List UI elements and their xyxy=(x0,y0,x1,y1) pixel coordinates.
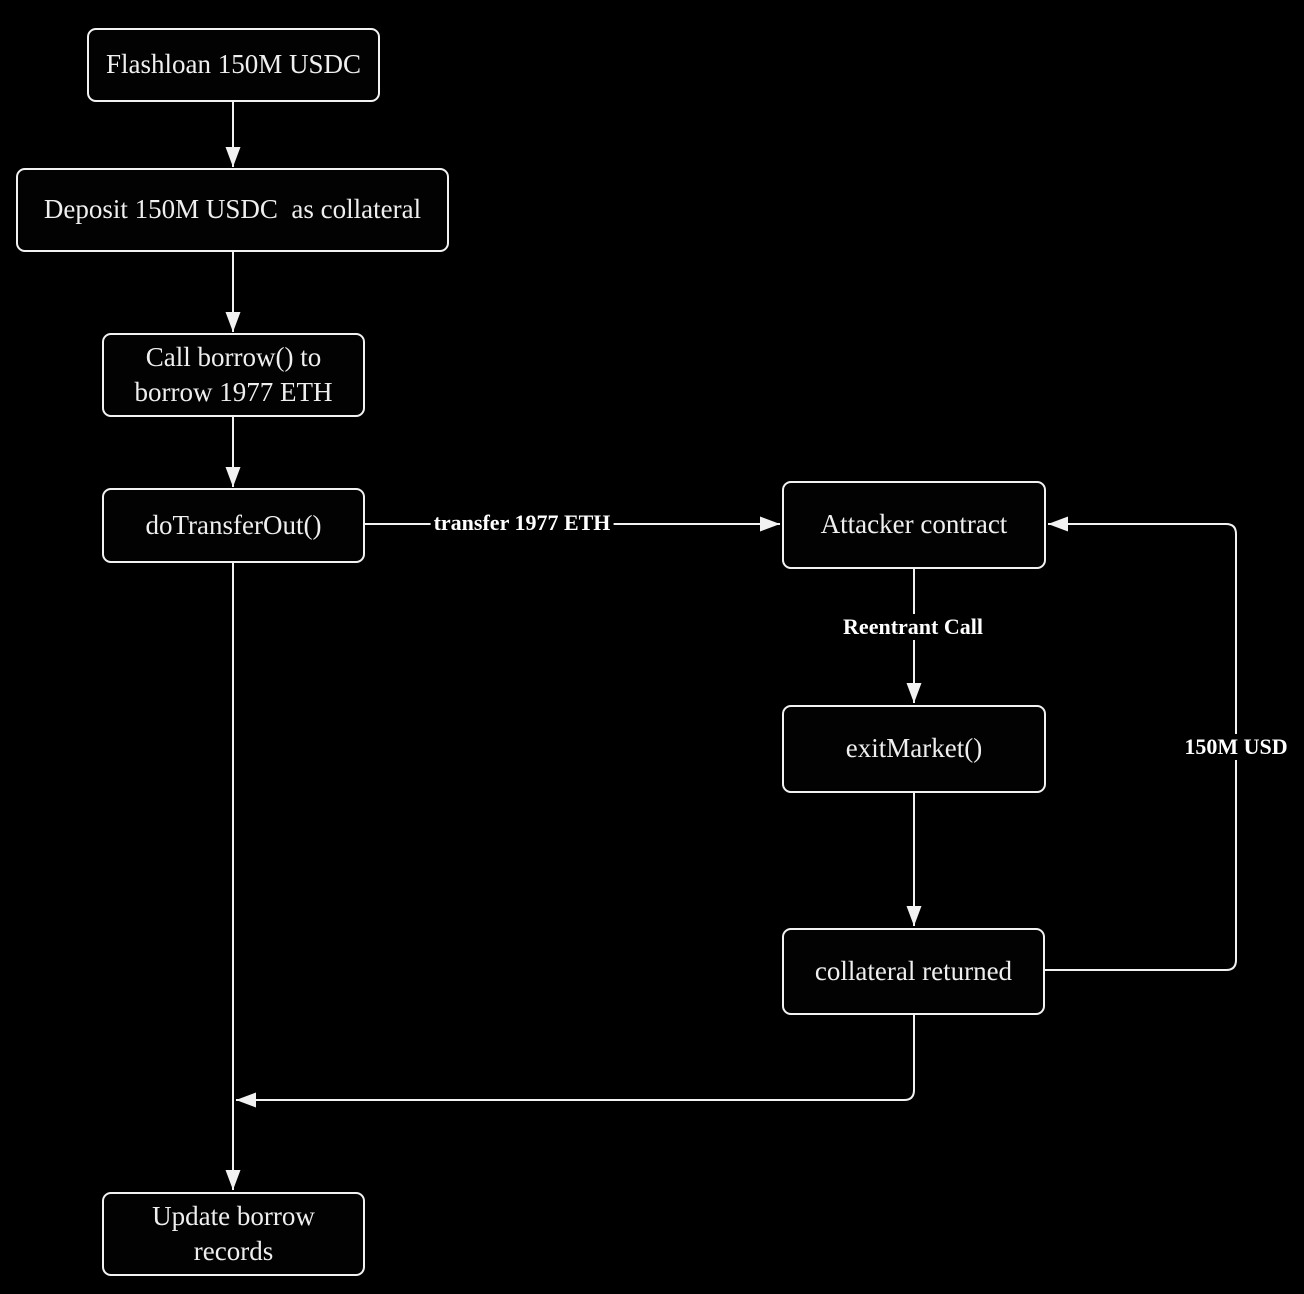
edge-label-reentrant-call: Reentrant Call xyxy=(840,614,986,640)
node-exitmarket: exitMarket() xyxy=(782,705,1046,793)
node-collateral-returned: collateral returned xyxy=(782,928,1045,1015)
edge-label-transfer-eth: transfer 1977 ETH xyxy=(430,510,614,536)
edge-collateral-to-junction xyxy=(236,1015,915,1108)
node-deposit-collateral: Deposit 150M USDC as collateral xyxy=(16,168,449,252)
edge-label-150m-usd: 150M USD xyxy=(1181,734,1291,760)
node-attacker-contract: Attacker contract xyxy=(782,481,1046,569)
node-update-borrow-records: Update borrow records xyxy=(102,1192,365,1276)
node-dotransferout: doTransferOut() xyxy=(102,488,365,563)
node-flashloan: Flashloan 150M USDC xyxy=(87,28,380,102)
node-call-borrow: Call borrow() to borrow 1977 ETH xyxy=(102,333,365,417)
